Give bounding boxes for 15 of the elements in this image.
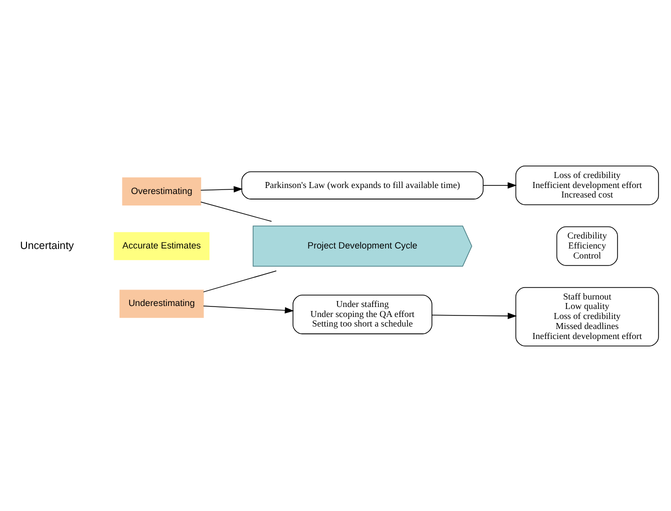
node-box: Parkinson's Law (work expands to fill available time) <box>241 170 484 199</box>
node-box: Under staffing Under scoping the QA effort Setting too short a schedule <box>292 294 432 334</box>
arrow <box>200 186 243 192</box>
arrow <box>482 182 517 188</box>
connector <box>200 201 272 222</box>
arrow <box>432 312 517 319</box>
arrow <box>203 305 294 314</box>
node-box: Accurate Estimates <box>114 232 210 260</box>
node-box: Underestimating <box>120 289 204 318</box>
node-box: Loss of credibility Inefficient development effort Increased cost <box>515 165 659 205</box>
node-box: Staff burnout Low quality Loss of credibility Missed deadlines Inefficient development effort <box>515 286 659 346</box>
connector <box>203 270 277 292</box>
label: Uncertainty <box>20 239 74 252</box>
node-box: Overestimating <box>122 176 202 206</box>
node-box: Credibility Efficiency Control <box>556 226 618 266</box>
